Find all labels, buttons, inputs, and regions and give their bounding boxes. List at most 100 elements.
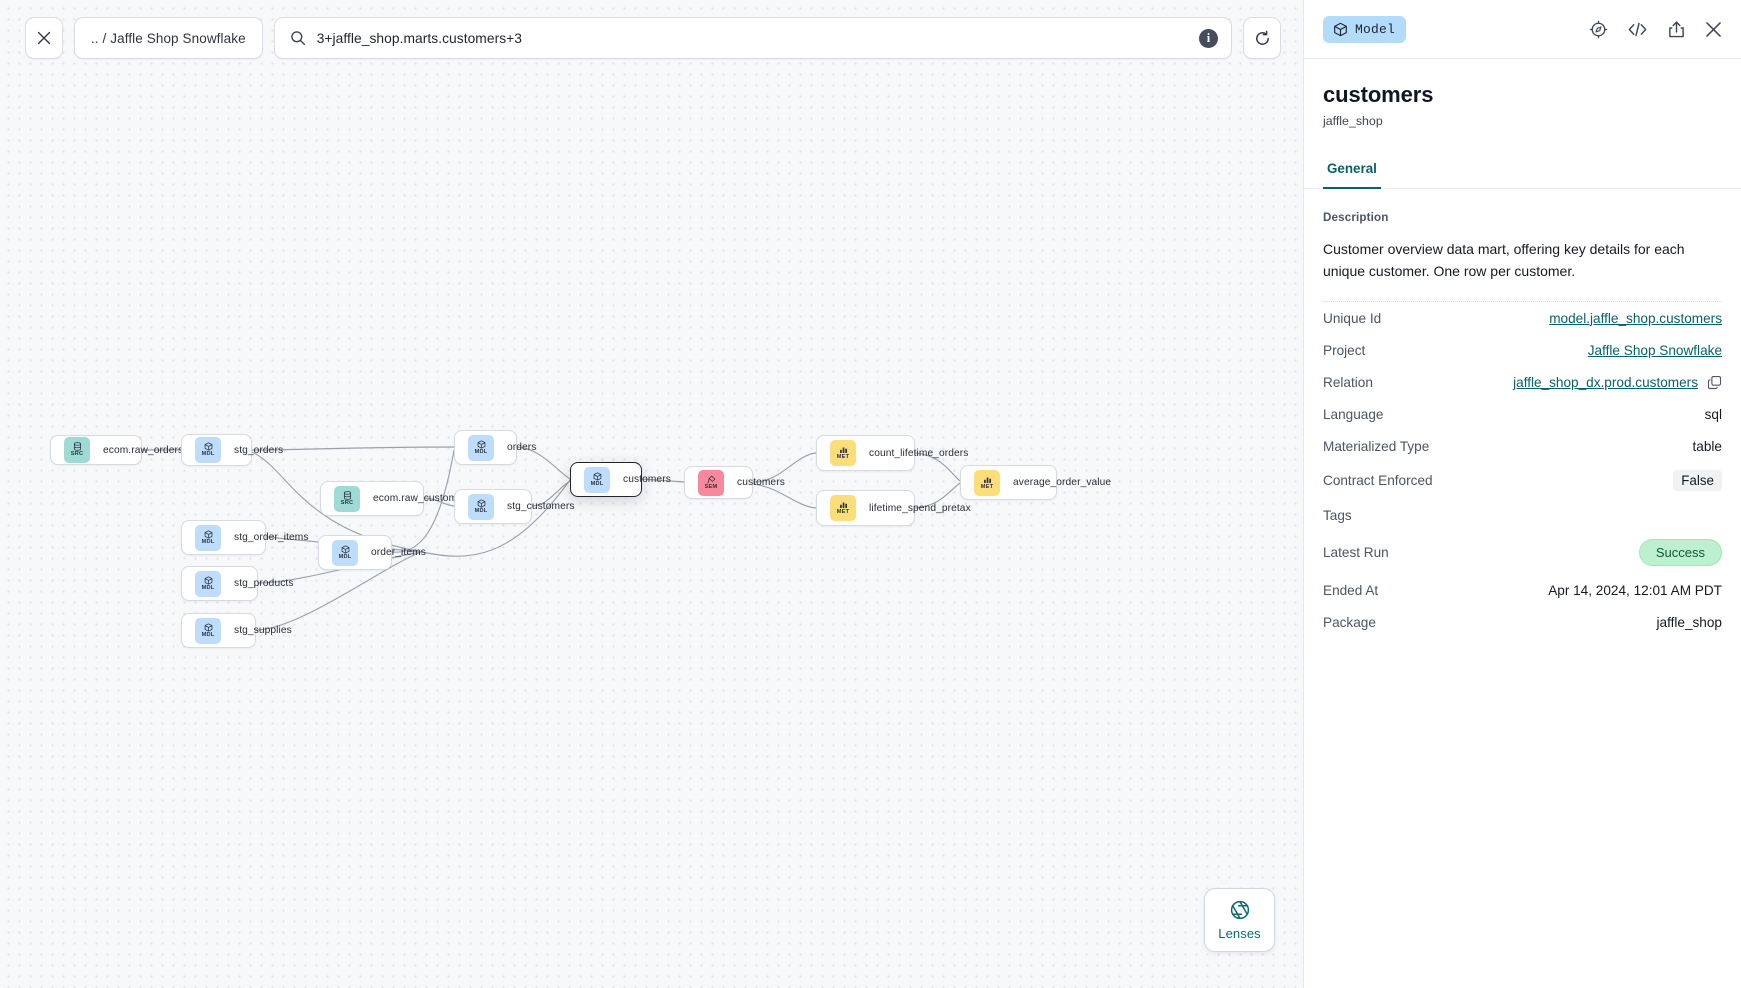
metadata-row: Contract Enforced False	[1323, 462, 1722, 499]
mdl-type-icon: MDL	[332, 539, 358, 566]
metadata-value-group: False	[1673, 470, 1722, 492]
section-divider	[1323, 301, 1722, 303]
metadata-row: Package jaffle_shop	[1323, 606, 1722, 638]
metadata-value-group: sql	[1705, 407, 1722, 422]
code-icon[interactable]	[1627, 20, 1648, 39]
lenses-button[interactable]: Lenses	[1204, 888, 1275, 952]
graph-node-label: stg_supplies	[234, 625, 292, 636]
mdl-type-icon: MDL	[468, 434, 494, 461]
metadata-value-group: jaffle_shop_dx.prod.customers	[1513, 375, 1722, 390]
node-kind-badge[interactable]: Model	[1323, 15, 1407, 43]
sem-type-icon: SEM	[698, 469, 724, 496]
graph-node-label: stg_products	[234, 578, 294, 589]
metadata-value-group: Jaffle Shop Snowflake	[1588, 343, 1722, 358]
metadata-row: Project Jaffle Shop Snowflake	[1323, 334, 1722, 366]
graph-node-order_items[interactable]: MDL order_items	[318, 535, 426, 570]
tab-general[interactable]: General	[1323, 154, 1381, 189]
copy-icon[interactable]	[1707, 375, 1722, 390]
metadata-value-group: table	[1693, 439, 1722, 454]
mdl-type-icon: MDL	[195, 617, 221, 644]
description-text: Customer overview data mart, offering ke…	[1323, 241, 1685, 280]
graph-node-label: ecom.raw_orders	[103, 444, 184, 456]
close-panel-icon[interactable]	[1705, 21, 1722, 38]
mdl-type-icon: MDL	[195, 524, 221, 551]
graph-node-label: customers	[737, 477, 785, 488]
close-icon	[37, 31, 51, 45]
graph-node-label: customers	[623, 474, 671, 485]
cube-icon	[1334, 22, 1347, 36]
metadata-key: Package	[1323, 614, 1376, 630]
search-info-icon[interactable]: i	[1199, 28, 1218, 48]
page-title: customers	[1323, 82, 1434, 107]
metadata-key: Contract Enforced	[1323, 473, 1433, 489]
graph-node-label: stg_customers	[507, 501, 575, 512]
graph-node-count_lifetime_orders[interactable]: MET count_lifetime_orders	[816, 435, 968, 471]
graph-node-stg_orders[interactable]: MDL stg_orders	[181, 434, 283, 466]
metadata-value-group: jaffle_shop	[1656, 615, 1722, 630]
graph-node-orders[interactable]: MDL orders	[454, 430, 536, 465]
graph-node-average_order_value[interactable]: MET average_order_value	[960, 465, 1111, 500]
graph-node-label: order_items	[371, 547, 426, 558]
page-subtitle: jaffle_shop	[1323, 114, 1383, 128]
graph-node-label: orders	[507, 442, 537, 453]
breadcrumb[interactable]: .. / Jaffle Shop Snowflake	[74, 17, 263, 59]
metadata-key: Language	[1323, 406, 1384, 422]
search-input[interactable]	[316, 30, 1188, 46]
share-icon[interactable]	[1667, 20, 1686, 39]
graph-node-label: average_order_value	[1013, 477, 1112, 488]
graph-node-stg_products[interactable]: MDL stg_products	[181, 566, 293, 601]
src-type-icon: SRC	[334, 485, 360, 512]
mdl-type-icon: MDL	[468, 493, 494, 520]
metadata-key: Project	[1323, 342, 1366, 358]
lenses-label: Lenses	[1218, 926, 1261, 941]
metadata-row: Tags	[1323, 499, 1722, 531]
metadata-key: Materialized Type	[1323, 438, 1430, 454]
search-bar[interactable]: i	[273, 17, 1232, 59]
graph-node-label: count_lifetime_orders	[869, 447, 969, 459]
metadata-value-group: model.jaffle_shop.customers	[1549, 311, 1722, 326]
met-type-icon: MET	[830, 440, 856, 466]
lineage-canvas[interactable]: .. / Jaffle Shop Snowflake i SRCecom.raw…	[0, 0, 1303, 988]
metadata-value-link[interactable]: model.jaffle_shop.customers	[1549, 310, 1722, 326]
metadata-value-chip: False	[1673, 470, 1722, 492]
metadata-row: Materialized Type table	[1323, 430, 1722, 462]
detail-panel: Model	[1303, 0, 1741, 988]
metadata-value-group: Apr 14, 2024, 12:01 AM PDT	[1548, 583, 1722, 598]
graph-node-customers_semantic[interactable]: SEM customers	[684, 466, 785, 499]
metadata-value: table	[1692, 438, 1722, 454]
refresh-button[interactable]	[1243, 17, 1281, 59]
compass-icon[interactable]	[1589, 20, 1608, 39]
graph-node-stg_supplies[interactable]: MDL stg_supplies	[181, 613, 292, 648]
lineage-edges	[142, 446, 961, 631]
metadata-value: jaffle_shop	[1656, 614, 1722, 630]
metadata-value: Apr 14, 2024, 12:01 AM PDT	[1548, 582, 1722, 598]
graph-node-label: stg_orders	[234, 444, 284, 456]
metadata-value-group: Success	[1638, 539, 1722, 567]
metadata-key: Ended At	[1323, 582, 1379, 598]
canvas-toolbar: .. / Jaffle Shop Snowflake i	[25, 17, 1281, 59]
detail-panel-actions	[1589, 20, 1722, 39]
search-icon	[290, 31, 305, 46]
metadata-row: Ended At Apr 14, 2024, 12:01 AM PDT	[1323, 574, 1722, 606]
graph-node-label: stg_order_items	[234, 532, 309, 543]
mdl-type-icon: MDL	[195, 570, 221, 597]
description-label: Description	[1323, 211, 1389, 224]
status-badge[interactable]: Success	[1638, 539, 1722, 567]
metadata-value-link[interactable]: jaffle_shop_dx.prod.customers	[1513, 374, 1698, 390]
graph-node-stg_customers[interactable]: MDL stg_customers	[454, 489, 574, 524]
detail-body: Description Customer overview data mart,…	[1304, 189, 1741, 988]
refresh-icon	[1255, 30, 1269, 45]
metadata-value-link[interactable]: Jaffle Shop Snowflake	[1587, 342, 1722, 358]
met-type-icon: MET	[974, 469, 1000, 496]
close-lineage-button[interactable]	[25, 17, 63, 59]
mdl-type-icon: MDL	[195, 437, 221, 463]
graph-node-stg_order_items[interactable]: MDL stg_order_items	[181, 520, 308, 555]
